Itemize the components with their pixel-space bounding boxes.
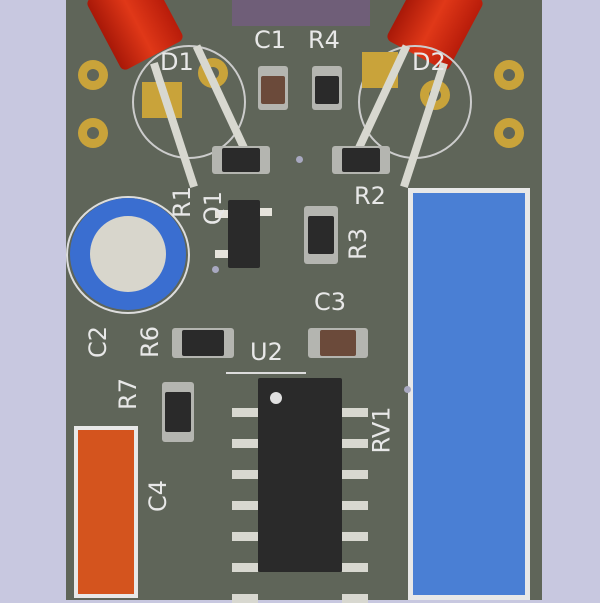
u2-pin (232, 470, 258, 479)
u2-pin (342, 532, 368, 541)
rv1 (408, 188, 530, 600)
label-d2: D2 (412, 48, 446, 76)
q1 (228, 200, 260, 268)
c4 (74, 426, 138, 598)
u2-pin (232, 594, 258, 603)
r6 (182, 330, 224, 356)
label-u2: U2 (250, 338, 283, 366)
mounting-hole (494, 60, 524, 90)
label-q1: Q1 (199, 190, 228, 226)
label-r7: R7 (113, 378, 142, 410)
u2-pin1-mark (270, 392, 282, 404)
label-r2: R2 (354, 182, 386, 210)
label-c2: C2 (84, 325, 113, 359)
u2-pin (342, 408, 368, 417)
u2 (258, 378, 342, 572)
label-d1: D1 (160, 48, 194, 76)
u2-pin (232, 439, 258, 448)
q1-pin (215, 210, 229, 218)
r3 (308, 216, 334, 254)
via (296, 156, 303, 163)
label-c3: C3 (314, 288, 347, 316)
label-c4: C4 (144, 479, 173, 513)
q1-pin (215, 250, 229, 258)
u2-pin (232, 408, 258, 417)
u2-pin (232, 563, 258, 572)
connector-top (232, 0, 370, 26)
mounting-hole (78, 60, 108, 90)
c2-outline (66, 196, 190, 314)
label-r1: R1 (167, 186, 196, 218)
u2-pin (342, 563, 368, 572)
u2-pin (232, 501, 258, 510)
label-rv1: RV1 (367, 406, 396, 454)
mounting-hole (494, 118, 524, 148)
mounting-hole (78, 118, 108, 148)
via (404, 386, 411, 393)
u2-pin (342, 470, 368, 479)
via (212, 266, 219, 273)
label-r6: R6 (135, 326, 164, 358)
r4 (315, 76, 339, 104)
label-r4: R4 (308, 26, 340, 54)
r7 (165, 392, 191, 432)
r1 (222, 148, 260, 172)
label-r3: R3 (343, 228, 372, 260)
u2-pin (232, 532, 258, 541)
r2 (342, 148, 380, 172)
u2-pin (342, 439, 368, 448)
c2-top (90, 216, 166, 292)
u2-pin (342, 594, 368, 603)
q1-pin (258, 208, 272, 216)
c3 (320, 330, 356, 356)
c1 (261, 76, 285, 104)
u2-silk-line (226, 372, 306, 374)
label-c1: C1 (254, 26, 287, 54)
u2-pin (342, 501, 368, 510)
